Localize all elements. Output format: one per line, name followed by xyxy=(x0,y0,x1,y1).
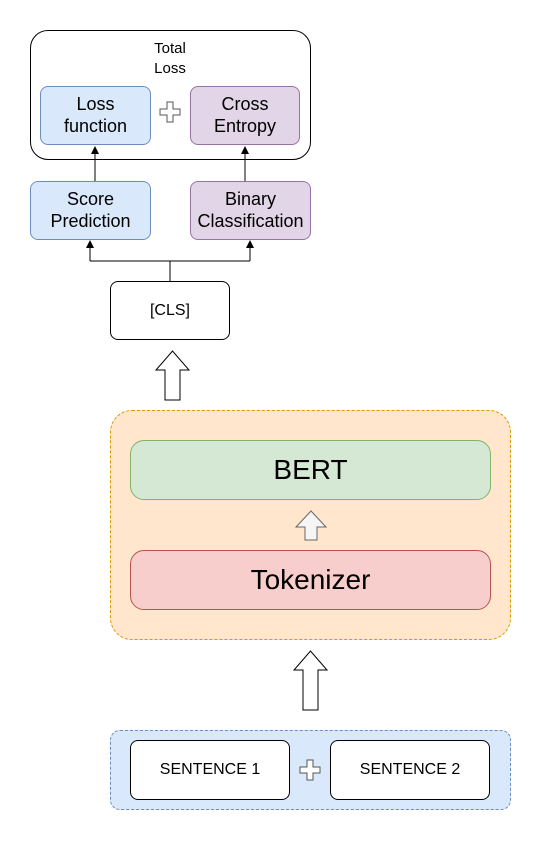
tokenizer-label: Tokenizer xyxy=(250,564,371,596)
up-arrow-icon-sentences-to-encoder xyxy=(292,650,329,711)
sentence-2-label: SENTENCE 2 xyxy=(359,761,461,779)
tokenizer-box: Tokenizer xyxy=(130,550,491,610)
plus-icon-sentences xyxy=(299,759,321,781)
up-arrow-icon-tokenizer-to-bert xyxy=(294,510,328,541)
arrowhead-loss-function xyxy=(91,146,99,154)
cls-to-heads-connector xyxy=(89,246,251,281)
cross-entropy-label: Cross Entropy xyxy=(213,93,277,136)
bert-box: BERT xyxy=(130,440,491,500)
loss-function-label: Loss function xyxy=(63,93,128,136)
bert-label: BERT xyxy=(273,454,348,486)
cls-label: [CLS] xyxy=(149,301,190,319)
cross-entropy-box: Cross Entropy xyxy=(190,86,300,145)
total-loss-label: Total Loss xyxy=(154,39,186,77)
score-prediction-box: Score Prediction xyxy=(30,181,151,240)
up-arrow-icon-encoder-to-cls xyxy=(154,350,191,401)
sentence-1-label: SENTENCE 1 xyxy=(159,761,261,779)
arrowhead-binary xyxy=(246,240,254,248)
binary-classification-box: Binary Classification xyxy=(190,181,311,240)
arrowhead-score xyxy=(86,240,94,248)
loss-function-box: Loss function xyxy=(40,86,151,145)
binary-classification-label: Binary Classification xyxy=(197,188,304,231)
sentence-2-box: SENTENCE 2 xyxy=(330,740,490,800)
arrowhead-cross-entropy xyxy=(241,146,249,154)
sentence-1-box: SENTENCE 1 xyxy=(130,740,290,800)
score-prediction-label: Score Prediction xyxy=(50,188,131,231)
plus-icon-loss xyxy=(159,101,181,123)
cls-box: [CLS] xyxy=(110,281,230,340)
